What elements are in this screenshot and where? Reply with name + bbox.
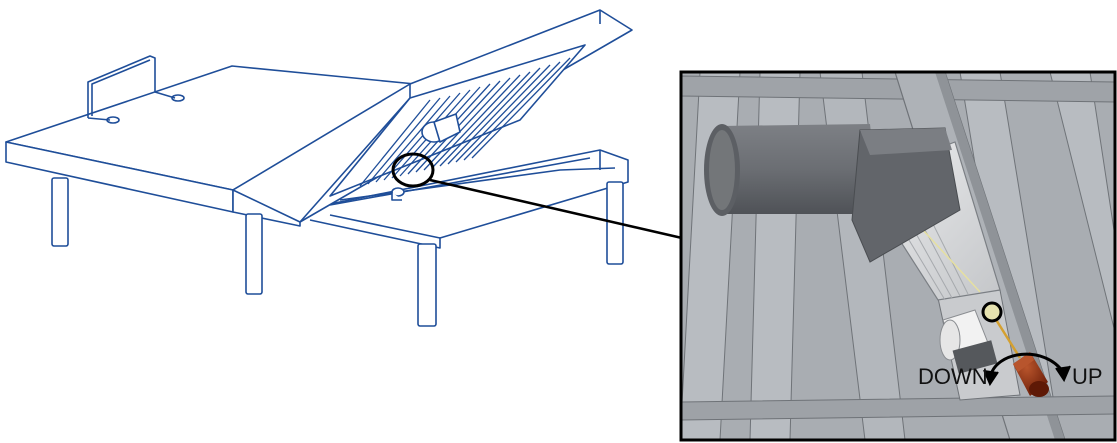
manual-release-knob [1013,352,1049,397]
adjustable-bed-drawing [5,9,633,327]
deck-motor [391,113,461,201]
rotation-arrow-icon [983,352,1071,387]
inset-border [679,70,1117,442]
leg-front-mid [245,213,263,295]
release-clutch [939,309,998,374]
actuator-motor [704,124,961,263]
frame-cross-bar [339,167,616,201]
detail-inset: DOWN UP [679,70,1117,442]
bracket-foot-2 [171,94,185,102]
down-label: DOWN [918,364,988,389]
up-label: UP [1072,364,1103,389]
headboard-bracket [87,55,156,118]
callout-leader-line [429,178,683,240]
frame-inner-rail [329,150,601,239]
leg-front-right [417,243,437,327]
callout-circle-icon [391,152,435,188]
leg-front-left [51,177,69,247]
inset-cross-bar-top [681,75,1115,103]
release-rod [993,317,1022,359]
rod-end-callout-icon [981,301,1003,323]
